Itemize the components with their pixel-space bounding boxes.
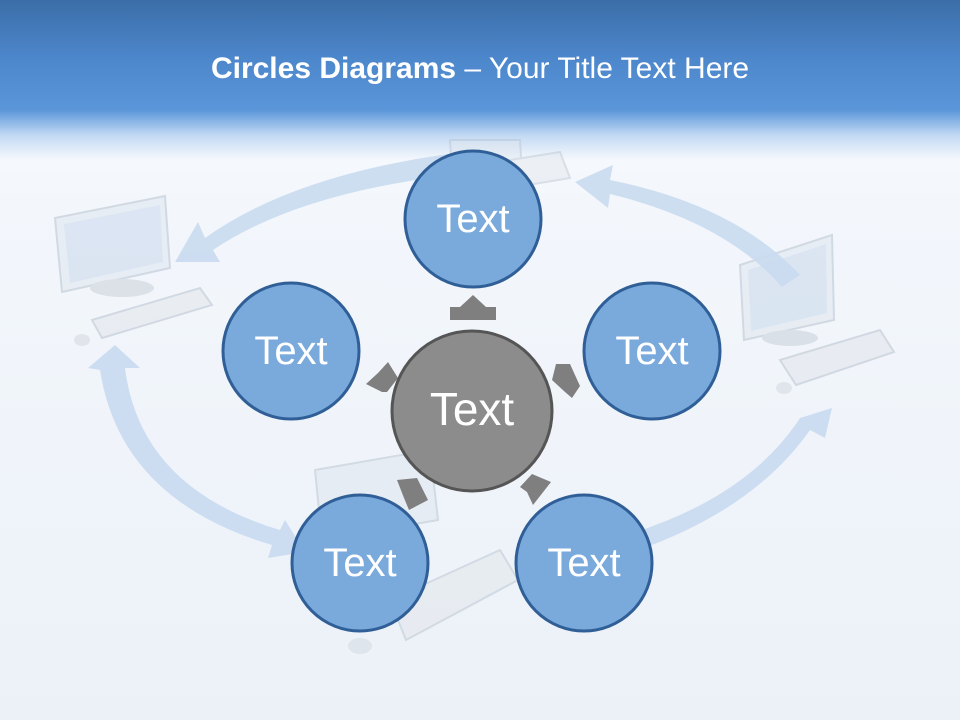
node-right[interactable] xyxy=(582,281,722,421)
node-center[interactable] xyxy=(390,329,554,493)
node-top[interactable] xyxy=(403,149,543,289)
title-rest: Your Title Text Here xyxy=(488,52,750,85)
node-bottom-left[interactable] xyxy=(290,493,430,633)
arrow-to-right-icon xyxy=(552,364,580,398)
page-title: Circles Diagrams – Your Title Text Here xyxy=(0,52,960,86)
computer-left-icon xyxy=(53,194,214,346)
center-arrows xyxy=(366,295,580,510)
header-band xyxy=(0,0,960,160)
arrow-to-bottom-right-icon xyxy=(520,474,551,505)
node-bottom-right[interactable] xyxy=(514,493,654,633)
arrow-to-left-icon xyxy=(366,362,398,392)
arrow-to-top-icon xyxy=(450,295,496,320)
node-left[interactable] xyxy=(221,281,361,421)
ring-arrow-top-left xyxy=(175,150,482,262)
ring-arrow-left xyxy=(88,345,305,558)
ring-arrow-top-right xyxy=(575,165,800,287)
title-separator: – xyxy=(464,52,482,85)
arrow-to-bottom-left-icon xyxy=(397,478,428,510)
title-bold: Circles Diagrams xyxy=(210,52,457,85)
